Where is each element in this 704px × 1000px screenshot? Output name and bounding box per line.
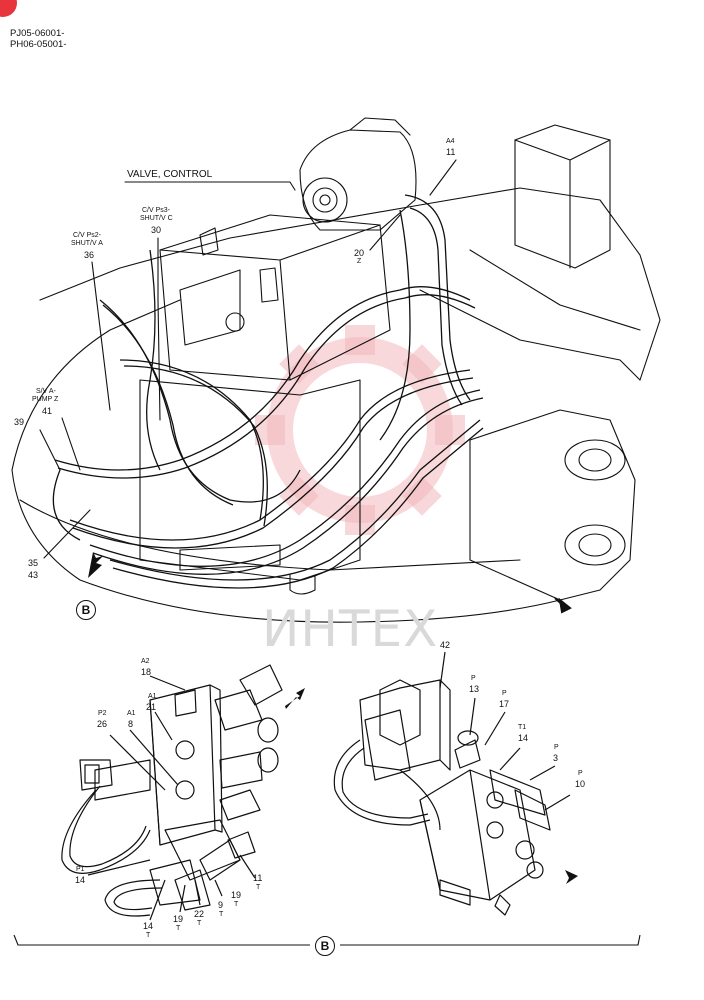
label-t-19-upper: T bbox=[234, 901, 239, 908]
label-p-17: P bbox=[502, 690, 507, 697]
deck-curve bbox=[11, 469, 561, 623]
label-p1: P1 bbox=[76, 866, 85, 873]
boom-pin-upper bbox=[564, 439, 626, 481]
view-b-marker: B bbox=[76, 600, 96, 620]
view-b-bottom-marker: B bbox=[315, 936, 335, 956]
view-b-arrow bbox=[88, 552, 103, 578]
label-cv-ps3-2: SHUT/V C bbox=[140, 215, 173, 222]
label-21: 21 bbox=[146, 702, 157, 712]
label-t-9: T bbox=[219, 911, 224, 918]
label-8: 8 bbox=[128, 719, 134, 729]
label-cv-ps3-1: C/V Ps3- bbox=[142, 207, 171, 214]
label-a2: A2 bbox=[141, 658, 150, 665]
label-9: 9 bbox=[218, 900, 224, 910]
label-p-3: P bbox=[554, 744, 559, 751]
label-30: 30 bbox=[151, 225, 162, 235]
label-14-p1: 14 bbox=[75, 875, 86, 885]
label-11: 11 bbox=[446, 147, 456, 157]
right-manifold bbox=[419, 769, 536, 901]
label-p-10: P bbox=[578, 770, 583, 777]
label-t1: T1 bbox=[518, 724, 527, 731]
label-14-t: 14 bbox=[143, 921, 154, 931]
label-13: 13 bbox=[469, 684, 480, 694]
serial-range-line-1: PJ05-06001- bbox=[10, 28, 65, 39]
label-t-11: T bbox=[256, 884, 261, 891]
label-36: 36 bbox=[84, 250, 95, 260]
label-42: 42 bbox=[440, 640, 451, 650]
view-b-bracket bbox=[13, 934, 641, 946]
watermark-gear-teeth bbox=[255, 325, 465, 535]
label-11-t: 11 bbox=[253, 873, 263, 883]
label-t-14: T bbox=[146, 932, 151, 939]
label-p2: P2 bbox=[98, 710, 107, 717]
label-t-19-lower: T bbox=[176, 925, 181, 932]
label-19-upper: 19 bbox=[231, 890, 242, 900]
label-17: 17 bbox=[499, 699, 510, 709]
label-cv-ps2-2: SHUT/V A bbox=[71, 240, 103, 247]
left-detail-hose bbox=[61, 789, 151, 874]
label-a1: A1 bbox=[127, 710, 136, 717]
label-a1-top: A1 bbox=[148, 693, 157, 700]
label-a4: A4 bbox=[446, 138, 455, 145]
label-20: 20 bbox=[354, 248, 365, 258]
boom-pin-lower bbox=[564, 524, 626, 566]
label-39: 39 bbox=[14, 417, 25, 427]
label-sv-a-1: S/V A- bbox=[36, 388, 56, 395]
label-p-13: P bbox=[471, 675, 476, 682]
solenoid-valve-bracket bbox=[359, 679, 441, 771]
pump-body bbox=[299, 129, 417, 231]
label-z: Z bbox=[357, 258, 362, 265]
control-valve-block bbox=[159, 214, 391, 381]
boom-bracket bbox=[514, 124, 611, 269]
watermark-text: ИНТЕХ bbox=[262, 600, 439, 658]
label-19-lower: 19 bbox=[173, 914, 184, 924]
right-detail-hose bbox=[333, 739, 431, 826]
label-18: 18 bbox=[141, 667, 152, 677]
hose-bundle bbox=[52, 194, 484, 589]
corner-badge bbox=[0, 0, 17, 17]
label-14-right: 14 bbox=[518, 733, 529, 743]
label-sv-a-2: PUMP Z bbox=[32, 396, 59, 403]
label-10: 10 bbox=[575, 779, 586, 789]
label-26: 26 bbox=[97, 719, 108, 729]
label-41: 41 bbox=[42, 406, 53, 416]
serial-range-line-2: PH06-05001- bbox=[10, 39, 67, 50]
label-t-22: T bbox=[197, 920, 202, 927]
label-3: 3 bbox=[553, 753, 559, 763]
valve-control-label: VALVE, CONTROL bbox=[127, 169, 213, 180]
label-35: 35 bbox=[28, 558, 39, 568]
upper-frame-outline bbox=[39, 187, 661, 381]
label-22: 22 bbox=[194, 909, 205, 919]
label-43: 43 bbox=[28, 570, 39, 580]
label-cv-ps2-1: C/V Ps2- bbox=[73, 232, 102, 239]
